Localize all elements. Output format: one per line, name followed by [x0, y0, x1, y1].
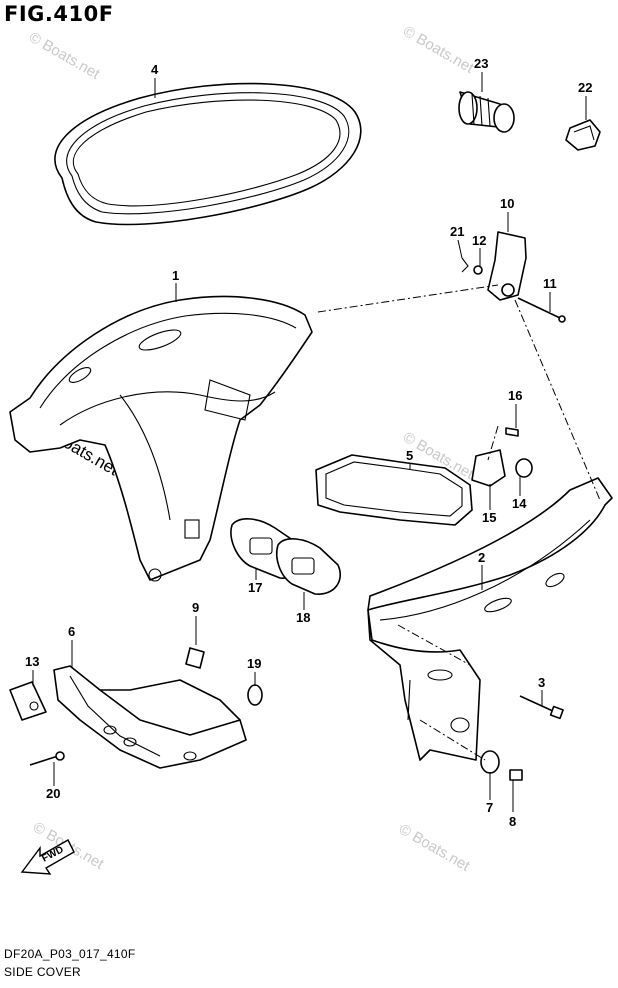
- part-22-clip[interactable]: [565, 119, 601, 151]
- part-16-screw[interactable]: [505, 427, 519, 437]
- callout-1: 1: [172, 268, 179, 283]
- callout-6: 6: [68, 624, 75, 639]
- part-19-sleeve[interactable]: [247, 684, 263, 706]
- part-1-left-side-cover[interactable]: [9, 295, 313, 582]
- callout-10: 10: [500, 196, 514, 211]
- callout-23: 23: [474, 56, 488, 71]
- callout-2: 2: [478, 550, 485, 565]
- callout-3: 3: [538, 675, 545, 690]
- callout-20: 20: [46, 786, 60, 801]
- part-13-pad[interactable]: [9, 681, 47, 721]
- part-6-lower-bracket[interactable]: [53, 665, 247, 769]
- part-11-screw[interactable]: [517, 297, 566, 323]
- callout-16: 16: [508, 388, 522, 403]
- part-20-rivet[interactable]: [29, 751, 65, 766]
- callout-19: 19: [247, 656, 261, 671]
- part-4-seal[interactable]: [54, 82, 362, 226]
- part-14-cap[interactable]: [515, 458, 533, 478]
- watermark-top-left: © Boats.net: [26, 29, 103, 83]
- callouts: 4 1 2 3 5 6 7 8 9 10 11 12 13 14 15 16 1…: [25, 56, 592, 829]
- callout-12: 12: [472, 233, 486, 248]
- callout-21: 21: [450, 224, 464, 239]
- callout-17: 17: [248, 580, 262, 595]
- callout-8: 8: [509, 814, 516, 829]
- part-5-gasket[interactable]: [315, 454, 473, 526]
- diagram-name: SIDE COVER: [4, 965, 82, 979]
- callout-5: 5: [406, 448, 413, 463]
- part-8-bolt[interactable]: [509, 769, 523, 781]
- callout-14: 14: [512, 496, 527, 511]
- callout-7: 7: [486, 800, 493, 815]
- part-9-clip[interactable]: [185, 647, 205, 669]
- figure-title: FIG.410F: [4, 2, 114, 26]
- callout-4: 4: [151, 62, 159, 77]
- part-12-washer[interactable]: [473, 265, 483, 275]
- fwd-arrow-icon: FWD: [20, 839, 75, 875]
- watermark-top-right: © Boats.net: [400, 23, 477, 77]
- callout-22: 22: [578, 80, 592, 95]
- part-10-bracket[interactable]: [487, 231, 527, 301]
- part-2-right-side-cover[interactable]: [367, 477, 613, 761]
- part-15-bracket[interactable]: [471, 449, 506, 487]
- callout-18: 18: [296, 610, 310, 625]
- diagram-code: DF20A_P03_017_410F: [4, 947, 136, 961]
- part-21-pin[interactable]: [461, 257, 469, 273]
- part-3-bolt[interactable]: [519, 695, 564, 720]
- leader-lines: [32, 72, 587, 812]
- callout-9: 9: [192, 600, 199, 615]
- part-7-grommet[interactable]: [480, 750, 500, 774]
- assembly-lines: [317, 284, 601, 761]
- watermark-bottom-right: © Boats.net: [396, 821, 473, 875]
- callout-15: 15: [482, 510, 496, 525]
- part-23-fitting[interactable]: [458, 91, 515, 133]
- callout-11: 11: [543, 276, 557, 291]
- part-18-grommet[interactable]: [276, 538, 341, 595]
- callout-13: 13: [25, 654, 39, 669]
